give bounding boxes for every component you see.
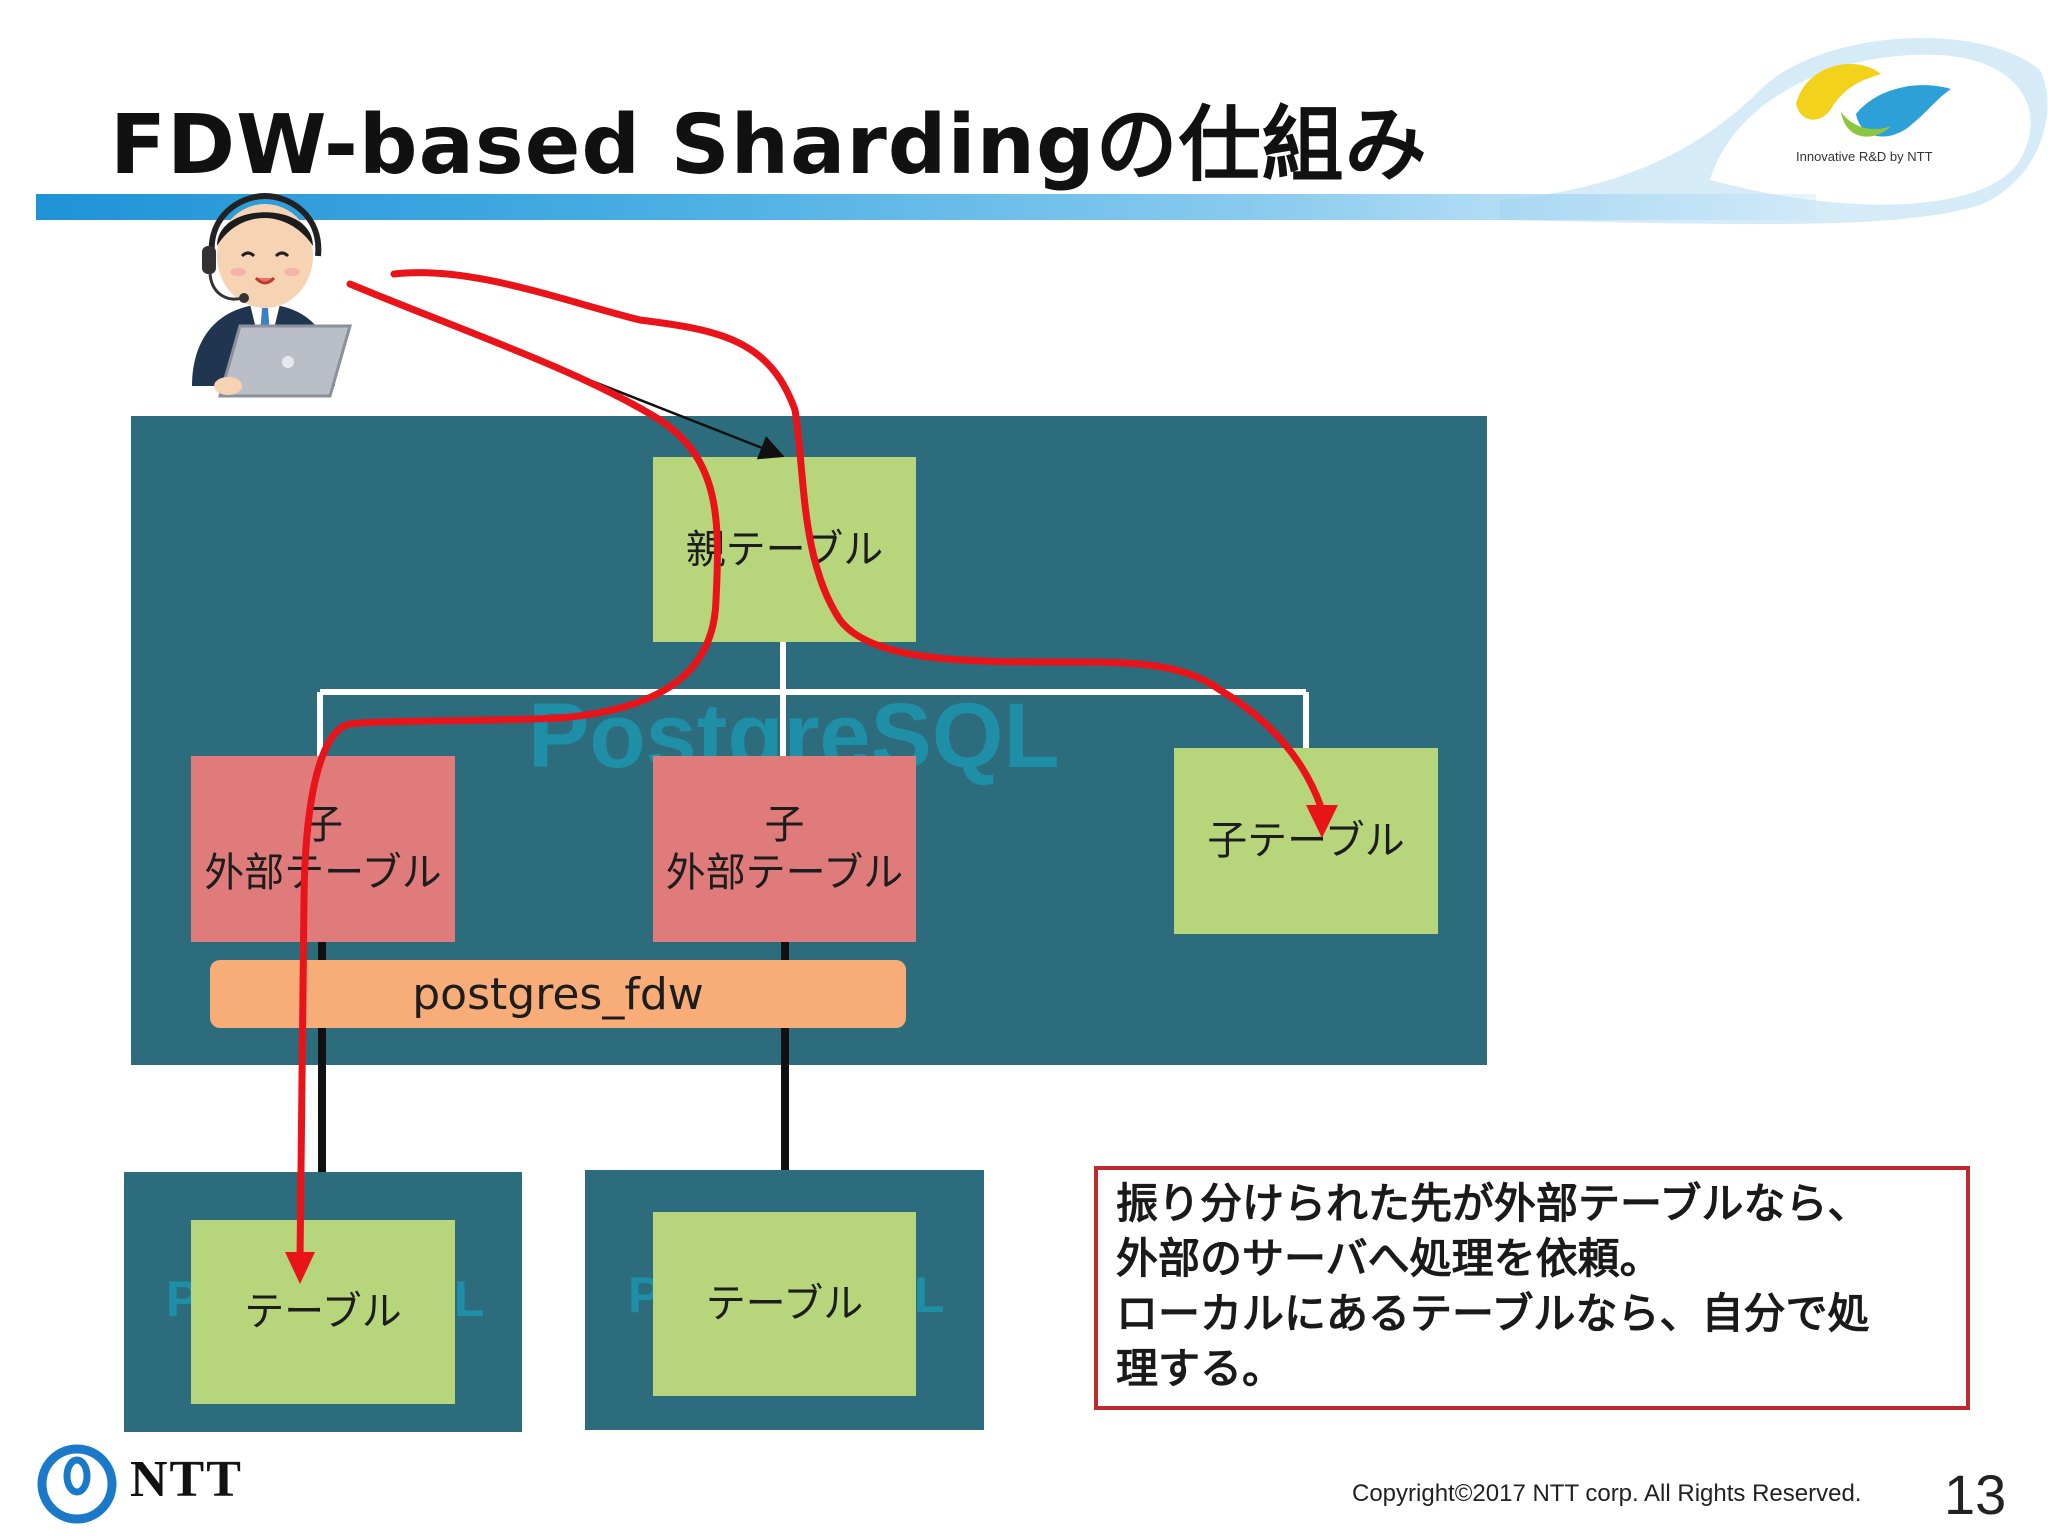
postgres-fdw-label: postgres_fdw: [412, 968, 704, 1020]
copyright: Copyright©2017 NTT corp. All Rights Rese…: [1352, 1480, 1862, 1507]
child-foreign-table-1: 子 外部テーブル: [191, 756, 455, 942]
remote-table-2: テーブル: [653, 1212, 916, 1396]
note-line-1: 振り分けられた先が外部テーブルなら、: [1116, 1179, 1870, 1228]
flow-to-local-child: [390, 269, 1326, 814]
page-number: 13: [1944, 1463, 2007, 1526]
child-foreign-table-1-line2: 外部テーブル: [204, 850, 442, 896]
operator-with-laptop-icon: [192, 192, 352, 398]
ntt-rd-logo-icon: [1796, 64, 1951, 137]
child-foreign-table-2: 子 外部テーブル: [653, 756, 916, 942]
note-line-4: 理する。: [1116, 1344, 1285, 1393]
explanation-note: 振り分けられた先が外部テーブルなら、 外部のサーバへ処理を依頼。 ローカルにある…: [1094, 1166, 1970, 1410]
flow-to-remote-table: [296, 280, 721, 1264]
remote-server-2-watermark-right: L: [914, 1267, 945, 1323]
arrowhead-local: [1306, 805, 1338, 838]
remote-server-1-watermark-right: L: [454, 1271, 485, 1327]
ntt-logo-icon: [37, 1444, 117, 1524]
logo-tagline: Innovative R&D by NTT: [1796, 149, 1933, 164]
slide-title: FDW-based Shardingの仕組み: [110, 98, 1428, 193]
header-bar: [36, 194, 1816, 220]
child-foreign-table-2-line2: 外部テーブル: [665, 850, 904, 896]
child-local-table-label: 子テーブル: [1207, 818, 1405, 864]
child-foreign-table-2-line1: 子: [764, 802, 805, 848]
remote-table-1: テーブル: [191, 1220, 455, 1404]
remote-table-2-label: テーブル: [705, 1281, 864, 1327]
ntt-wordmark: NTT: [130, 1451, 243, 1508]
postgres-fdw-bar: postgres_fdw: [210, 960, 906, 1028]
note-line-3: ローカルにあるテーブルなら、自分で処: [1116, 1289, 1870, 1338]
note-line-2: 外部のサーバへ処理を依頼。: [1116, 1234, 1662, 1283]
arrowhead-remote: [285, 1252, 315, 1284]
remote-table-1-label: テーブル: [244, 1289, 402, 1335]
